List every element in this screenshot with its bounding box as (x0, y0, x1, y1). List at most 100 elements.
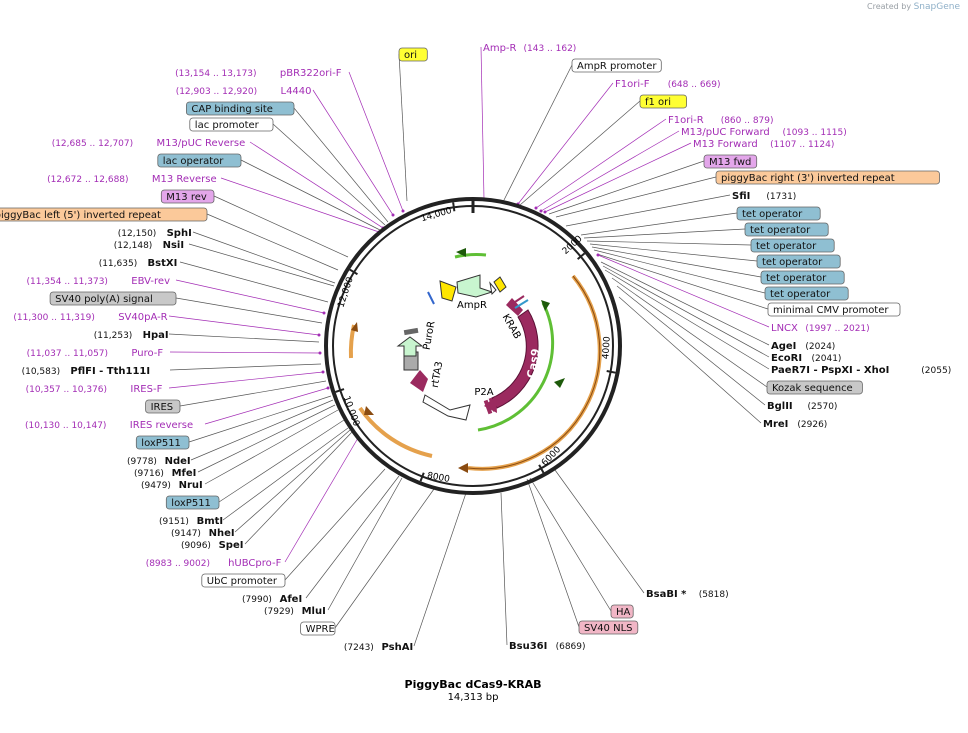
label-m13-fwd[interactable]: M13 fwd (703, 154, 758, 169)
label-nrui[interactable]: (9479)NruI (141, 480, 203, 491)
label-coords: (12,148) (114, 241, 153, 251)
label-coords: (2570) (808, 402, 838, 412)
label-spei[interactable]: (9096)SpeI (181, 540, 243, 551)
label-pbr322ori-f[interactable]: (13,154 .. 13,173)pBR322ori-F (175, 68, 342, 79)
label-m13-reverse[interactable]: (12,672 .. 12,688)M13 Reverse (47, 174, 217, 185)
label-coords: (12,685 .. 12,707) (52, 139, 133, 149)
leader-line (348, 71, 404, 212)
label-pflfi-tth111i[interactable]: (10,583) PflFI - Tth111I (22, 366, 151, 377)
label-bglii[interactable]: BglII(2570) (767, 401, 837, 412)
label-box (736, 206, 821, 221)
inner-label-p2a: P2A (474, 387, 493, 398)
label-paer7i-pspxi-xhoi[interactable]: PaeR7I - PspXI - XhoI(2055) (771, 365, 951, 376)
label-tet-operator[interactable]: tet operator (744, 222, 829, 237)
p2a-feature (483, 399, 493, 415)
label-ndei[interactable]: (9778)NdeI (127, 456, 191, 467)
plasmid-size: 14,313 bp (448, 692, 499, 703)
label-cap-binding-site[interactable]: CAP binding site (185, 101, 295, 116)
label-mlui[interactable]: (7929)MluI (264, 606, 326, 617)
label-tet-operator[interactable]: tet operator (760, 270, 845, 285)
label-afei[interactable]: (7990)AfeI (242, 594, 302, 605)
label-hpai[interactable]: (11,253)HpaI (94, 330, 169, 341)
ring-tick-mark (452, 202, 456, 212)
label-bstxi[interactable]: (11,635)BstXI (99, 258, 178, 269)
label-text: SV40 poly(A) signal (55, 294, 153, 305)
label-bsu36i[interactable]: Bsu36I(6869) (509, 641, 586, 652)
leader-line (517, 82, 614, 205)
primer-site-marker (318, 351, 322, 355)
label-sphi[interactable]: (12,150)SphI (118, 228, 192, 239)
label-text: CAP binding site (191, 104, 273, 115)
label-tet-operator[interactable]: tet operator (736, 206, 821, 221)
label-text: UbC promoter (207, 576, 278, 587)
label-bsabi[interactable]: BsaBI *(5818) (646, 589, 729, 600)
label-minimal-cmv-promoter[interactable]: minimal CMV promoter (767, 302, 901, 317)
label-text: loxP511 (141, 438, 181, 449)
label-sfii[interactable]: SfiI(1731) (732, 191, 796, 202)
label-ires-f[interactable]: (10,357 .. 10,376)IRES-F (26, 384, 163, 395)
krab-marker (511, 295, 525, 305)
label-sv40-poly-a-signal[interactable]: SV40 poly(A) signal (49, 291, 177, 306)
label-mfei[interactable]: (9716)MfeI (134, 468, 196, 479)
label-puro-f[interactable]: (11,037 .. 11,057)Puro-F (27, 348, 164, 359)
label-box (0, 207, 208, 222)
label-kozak-sequence[interactable]: Kozak sequence (766, 380, 863, 395)
label-text: PflFI - Tth111I (70, 366, 150, 377)
label-m13-puc-reverse[interactable]: (12,685 .. 12,707)M13/pUC Reverse (52, 138, 246, 149)
label-coords: (1093 .. 1115) (783, 128, 847, 138)
label-hubcpro-f[interactable]: (8983 .. 9002)hUBCpro-F (146, 558, 282, 569)
label-nhei[interactable]: (9147)NheI (171, 528, 235, 539)
label-ubc-promoter[interactable]: UbC promoter (201, 573, 286, 588)
label-ebv-rev[interactable]: (11,354 .. 11,373)EBV-rev (27, 276, 171, 287)
label-lac-promoter[interactable]: lac promoter (189, 117, 274, 132)
label-ampr-promoter[interactable]: AmpR promoter (571, 58, 662, 73)
label-lncx[interactable]: LNCX(1997 .. 2021) (771, 323, 870, 334)
label-tet-operator[interactable]: tet operator (756, 254, 841, 269)
label-loxp511[interactable]: loxP511 (165, 495, 220, 510)
label-tet-operator[interactable]: tet operator (764, 286, 849, 301)
green-arrowhead-mid (554, 378, 565, 388)
label-loxp511[interactable]: loxP511 (135, 435, 190, 450)
label-mrei[interactable]: MreI(2926) (763, 419, 827, 430)
orange-arc-arrowhead (458, 463, 468, 473)
label-nsii[interactable]: (12,148)NsiI (114, 240, 184, 251)
label-f1ori-r[interactable]: F1ori-R(860 .. 879) (668, 115, 774, 126)
label-pshai[interactable]: (7243)PshAI (344, 642, 413, 653)
label-ecori[interactable]: EcoRI(2041) (771, 353, 841, 364)
inner-label-rtta3: rtTA3 (430, 361, 445, 389)
label-box (300, 621, 336, 636)
label-ha[interactable]: HA (610, 604, 634, 619)
sv40pa-block (403, 327, 419, 336)
label-box (715, 170, 940, 185)
label-m13-forward[interactable]: M13 Forward(1107 .. 1124) (693, 139, 834, 150)
label-text: HA (616, 607, 631, 618)
label-ires-reverse[interactable]: (10,130 .. 10,147)IRES reverse (25, 420, 193, 431)
label-f1-ori[interactable]: f1 ori (639, 94, 687, 109)
label-ires[interactable]: IRES (145, 399, 181, 414)
label-f1ori-f[interactable]: F1ori-F(648 .. 669) (615, 79, 721, 90)
label-sv40pa-r[interactable]: (11,300 .. 11,319)SV40pA-R (13, 312, 167, 323)
label-m13-puc-forward[interactable]: M13/pUC Forward(1093 .. 1115) (681, 127, 847, 138)
label-agei[interactable]: AgeI(2024) (771, 341, 835, 352)
label-coords: (11,300 .. 11,319) (13, 313, 94, 323)
ring-tick-mark (606, 370, 616, 374)
label-coords: (143 .. 162) (524, 44, 577, 54)
label-coords: (5818) (699, 590, 729, 600)
label-amp-r[interactable]: Amp-R(143 .. 162) (483, 43, 576, 54)
label-coords: (10,583) (22, 367, 61, 377)
label-box (764, 286, 849, 301)
label-bmti[interactable]: (9151)BmtI (159, 516, 223, 527)
label-box (189, 117, 274, 132)
label-box (750, 238, 835, 253)
label-wpre[interactable]: WPRE (300, 621, 336, 636)
label-l4440[interactable]: (12,903 .. 12,920)L4440 (176, 86, 312, 97)
label-coords: (11,037 .. 11,057) (27, 349, 108, 359)
label-coords: (9151) (159, 517, 189, 527)
label-tet-operator[interactable]: tet operator (750, 238, 835, 253)
label-piggybac-right-3-inverted-repeat[interactable]: piggyBac right (3') inverted repeat (715, 170, 940, 185)
label-lac-operator[interactable]: lac operator (157, 153, 242, 168)
label-m13-rev[interactable]: M13 rev (160, 189, 215, 204)
label-ori[interactable]: ori (398, 47, 428, 62)
label-piggybac-left-5-inverted-repeat[interactable]: piggyBac left (5') inverted repeat (0, 207, 208, 222)
label-sv40-nls[interactable]: SV40 NLS (578, 620, 639, 635)
